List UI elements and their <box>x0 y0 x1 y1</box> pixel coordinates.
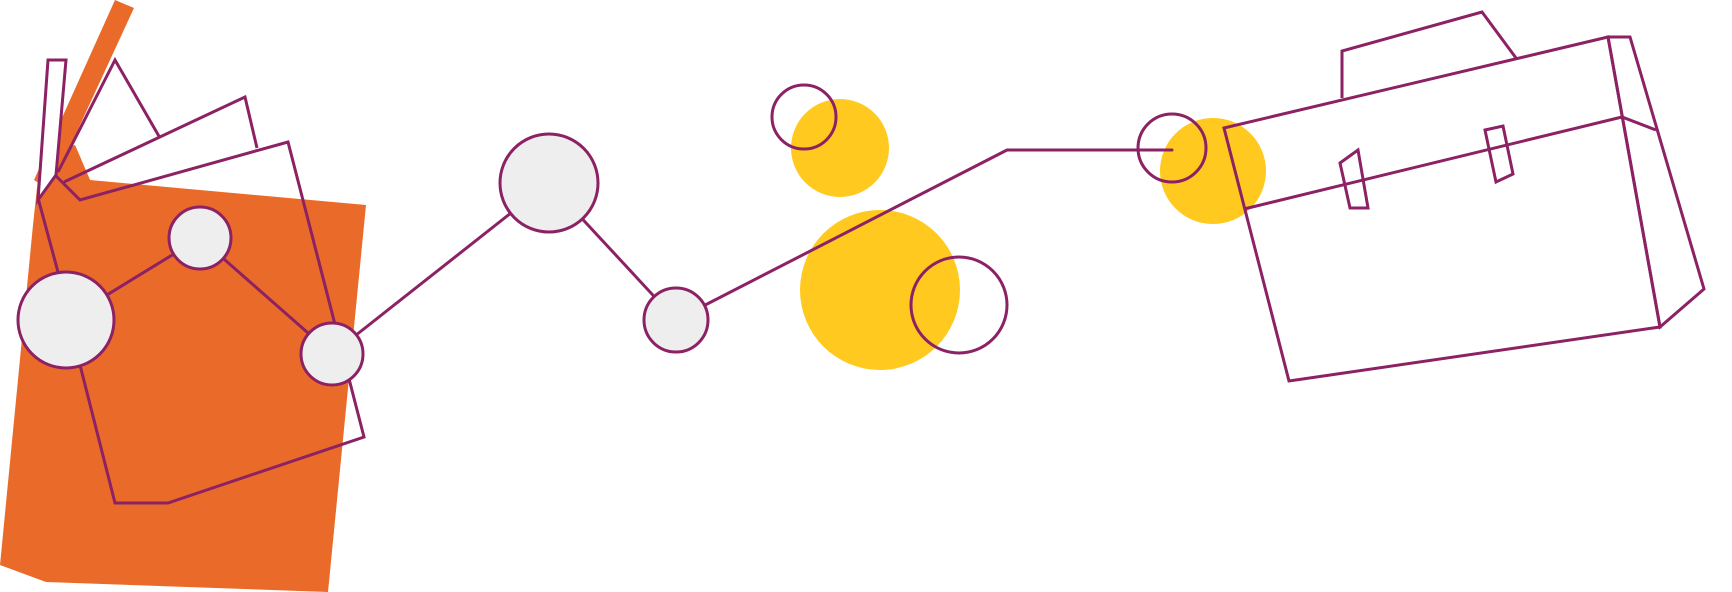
yellow-dot <box>791 99 889 197</box>
briefcase-latch-left <box>1338 147 1370 210</box>
network-node <box>642 286 710 354</box>
outline-folder-papers <box>36 56 366 505</box>
outline-briefcase <box>1222 10 1706 383</box>
briefcase-lid-line <box>1243 115 1657 211</box>
network-node <box>299 321 365 387</box>
yellow-dots <box>791 99 1266 370</box>
orange-main-sheet <box>0 145 366 592</box>
network-line-nodes <box>16 83 1208 387</box>
outline-ring <box>770 83 838 151</box>
briefcase-front <box>1222 35 1662 383</box>
outline-ring <box>909 255 1009 355</box>
briefcase-latch-right <box>1483 124 1515 185</box>
yellow-dot <box>1160 118 1266 224</box>
network-node <box>16 270 116 370</box>
yellow-dot <box>800 210 960 370</box>
outline-sheet-2 <box>63 94 259 184</box>
outline-strip <box>36 58 68 206</box>
outline-sheet-1 <box>56 56 162 173</box>
network-node <box>167 205 233 271</box>
outline-folder-front <box>54 140 366 505</box>
network-node <box>498 132 600 234</box>
outline-folder-body <box>36 197 60 273</box>
briefcase-handle <box>1340 10 1518 98</box>
briefcase-side <box>1606 35 1706 330</box>
outline-ring <box>1136 112 1208 184</box>
